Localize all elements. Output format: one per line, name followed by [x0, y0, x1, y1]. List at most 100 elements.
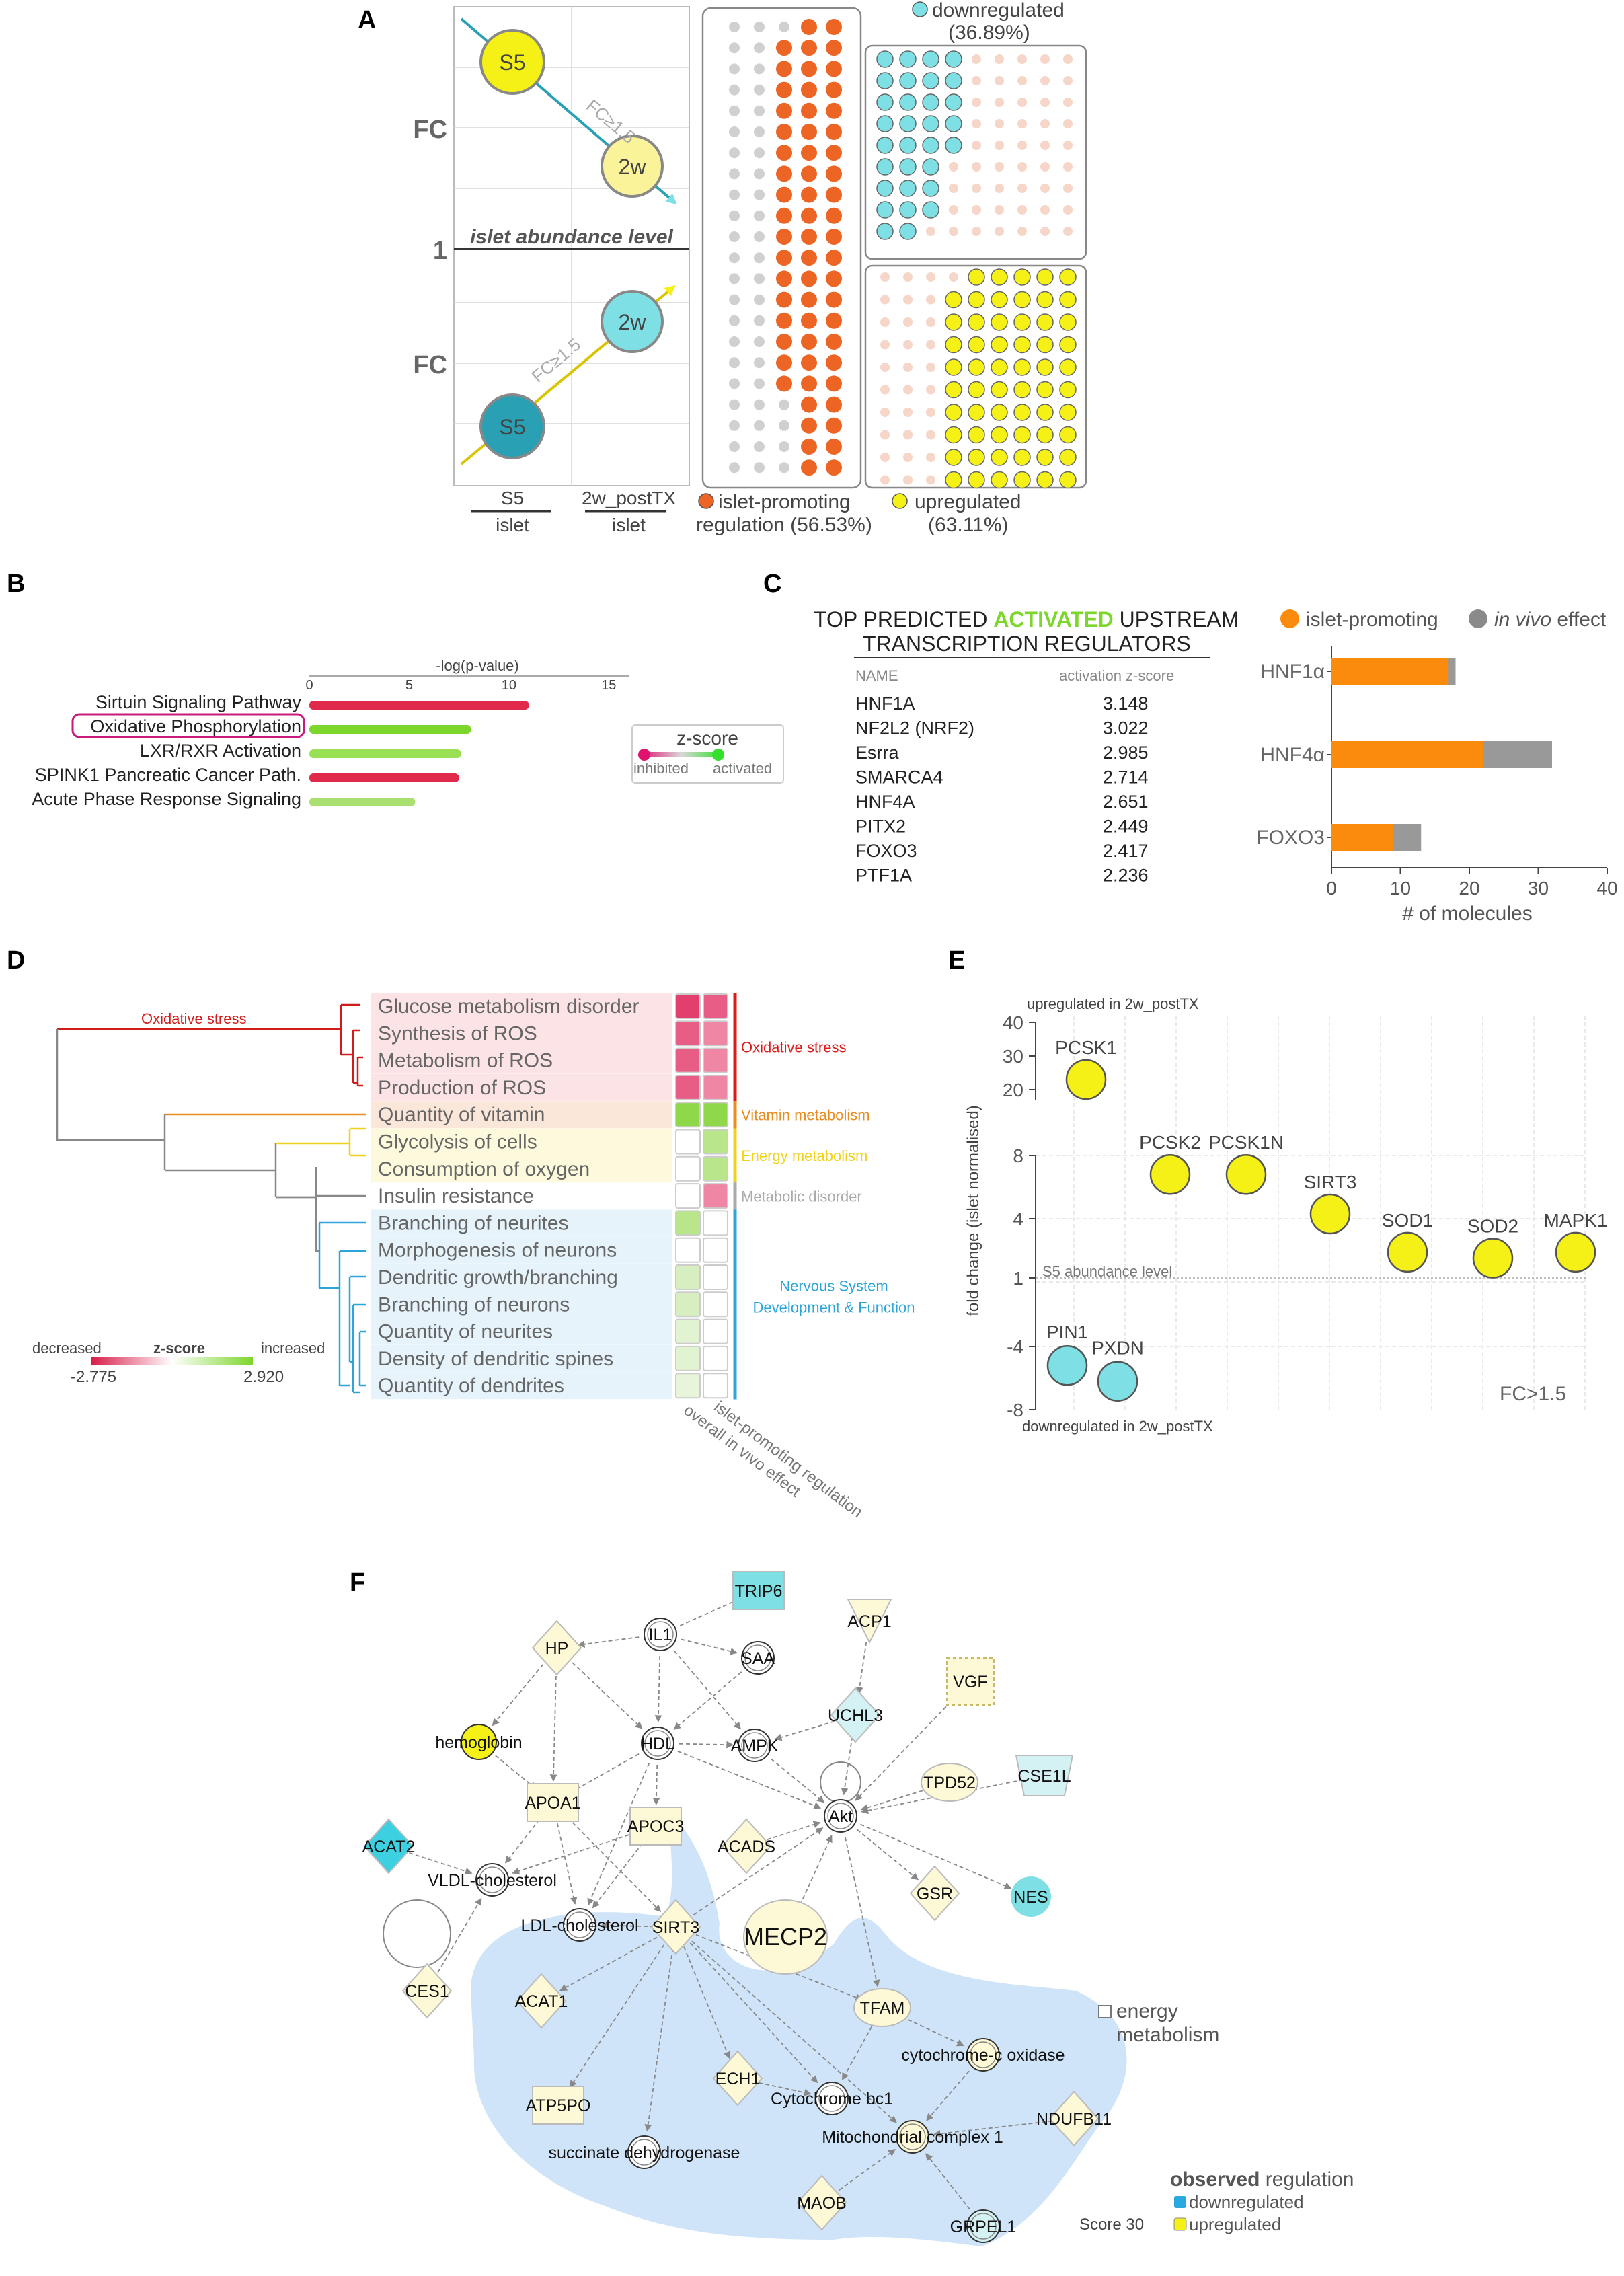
panel-e-label: E	[948, 946, 965, 975]
regulator-name: Esrra	[855, 743, 899, 763]
e-tick-label: 40	[1003, 1012, 1023, 1033]
matrix-dot	[779, 22, 789, 32]
heat-cell-a	[675, 1345, 701, 1371]
heat-cell-a	[675, 1373, 701, 1399]
matrix-dot	[1036, 471, 1054, 489]
matrix-dot	[991, 358, 1008, 376]
function-row-label: Branching of neurons	[378, 1293, 570, 1316]
network-node: ACP1	[847, 1599, 892, 1644]
network-edge	[577, 1636, 640, 1648]
e-point-label: PXDN	[1091, 1338, 1144, 1359]
matrix-dot	[991, 471, 1008, 489]
matrix-dot	[972, 205, 981, 215]
network-node: ATP5PO	[526, 2086, 590, 2125]
matrix-dot	[801, 354, 817, 371]
panel-a-schematic: S5 2w 2w S5 FC≥1.5 FC≥1.5 islet abundanc…	[413, 6, 690, 535]
legend-downregulated-marker	[912, 1, 928, 17]
function-row-label: Glycolysis of cells	[378, 1131, 537, 1153]
matrix-dot	[1040, 205, 1050, 215]
matrix-dot	[995, 184, 1004, 193]
matrix-dot	[972, 119, 981, 128]
network-node-label: APOA1	[525, 1794, 580, 1813]
network-node-label: ACAT2	[362, 1837, 416, 1856]
matrix-dot	[1017, 141, 1027, 150]
c-category-label: HNF1α	[1260, 660, 1325, 683]
matrix-dot	[922, 201, 939, 219]
network-node-label: GSR	[917, 1885, 953, 1903]
network-node-label: Mitochondrial complex 1	[822, 2128, 1003, 2147]
b-tick-label: 0	[305, 678, 313, 693]
heat-cell-a	[675, 1020, 701, 1047]
matrix-dot	[922, 137, 939, 154]
matrix-dot	[729, 126, 740, 137]
matrix-dot	[776, 81, 792, 98]
regulator-name: PTF1A	[855, 866, 912, 886]
group-label: Development & Function	[753, 1299, 915, 1316]
matrix-dot	[729, 42, 740, 54]
energy-label-1: energy	[1116, 2000, 1178, 2022]
network-edge	[505, 1819, 540, 1864]
b-category-label: Acute Phase Response Signaling	[32, 789, 301, 809]
matrix-dot	[776, 354, 792, 371]
b-tick-label: 5	[405, 678, 413, 693]
matrix-dot	[729, 336, 740, 347]
matrix-dot	[945, 449, 962, 466]
panel-a-label: A	[358, 6, 376, 34]
network-node: ACAT1	[515, 1973, 568, 2029]
network-node: ACADS	[718, 1818, 775, 1874]
matrix-dot	[826, 312, 842, 329]
matrix-dot	[903, 430, 913, 440]
matrix-dot	[972, 98, 981, 107]
matrix-dot	[1013, 358, 1031, 376]
matrix-dot	[1036, 404, 1054, 421]
matrix-dot	[1063, 98, 1073, 107]
matrix-dot	[949, 184, 958, 193]
matrix-dot	[991, 404, 1008, 421]
legend-zscore-d: z-score	[153, 1340, 205, 1357]
panel-d: D Oxidative stress Glucose metabolism di…	[7, 946, 915, 1521]
b-bar	[309, 798, 416, 806]
legend-increased: increased	[261, 1340, 325, 1357]
matrix-dot	[991, 449, 1008, 466]
matrix-dot	[1036, 336, 1054, 354]
zscore-gradient-d	[91, 1357, 253, 1365]
group-label: Energy metabolism	[741, 1147, 867, 1164]
e-point	[1387, 1231, 1428, 1273]
matrix-dot	[801, 81, 817, 98]
dots-upregulated	[880, 268, 1077, 489]
matrix-dot	[1063, 205, 1073, 215]
matrix-dot	[1040, 227, 1050, 236]
legend-downregulated-pct: (36.89%)	[948, 22, 1030, 44]
e-point	[1225, 1153, 1267, 1195]
network-edge	[600, 1922, 655, 1930]
network-node: VGF	[946, 1657, 995, 1706]
matrix-dot	[826, 207, 842, 224]
legend-islet-promoting: islet-promoting	[718, 491, 851, 513]
matrix-dot	[876, 115, 894, 132]
matrix-dot	[801, 19, 817, 35]
network-node: CES1	[401, 1963, 453, 2019]
matrix-dot	[1017, 227, 1027, 236]
matrix-dot	[729, 189, 740, 200]
e-point	[1097, 1361, 1138, 1402]
matrix-dot	[972, 227, 981, 236]
network-node-label: AMPK	[731, 1737, 779, 1755]
panel-c-label: C	[763, 570, 781, 598]
network-node: LDL-cholesterol	[520, 1908, 639, 1942]
e-tick-label: 1	[1013, 1268, 1023, 1289]
network-edge	[569, 1944, 665, 2088]
legend-grey-marker	[1469, 609, 1487, 628]
network-node-label: VGF	[953, 1673, 987, 1692]
matrix-dot	[801, 207, 817, 224]
matrix-dot	[968, 426, 985, 444]
fc-bottom-label: FC	[413, 351, 447, 379]
matrix-dot	[1063, 76, 1073, 85]
network-edge	[512, 1832, 635, 1875]
heat-cell-b	[703, 1155, 728, 1182]
matrix-dot	[801, 229, 817, 245]
network-score: Score 30	[1079, 2215, 1144, 2234]
matrix-dot	[754, 147, 765, 159]
up-legend-square	[1173, 2217, 1187, 2231]
matrix-dot	[922, 158, 939, 176]
